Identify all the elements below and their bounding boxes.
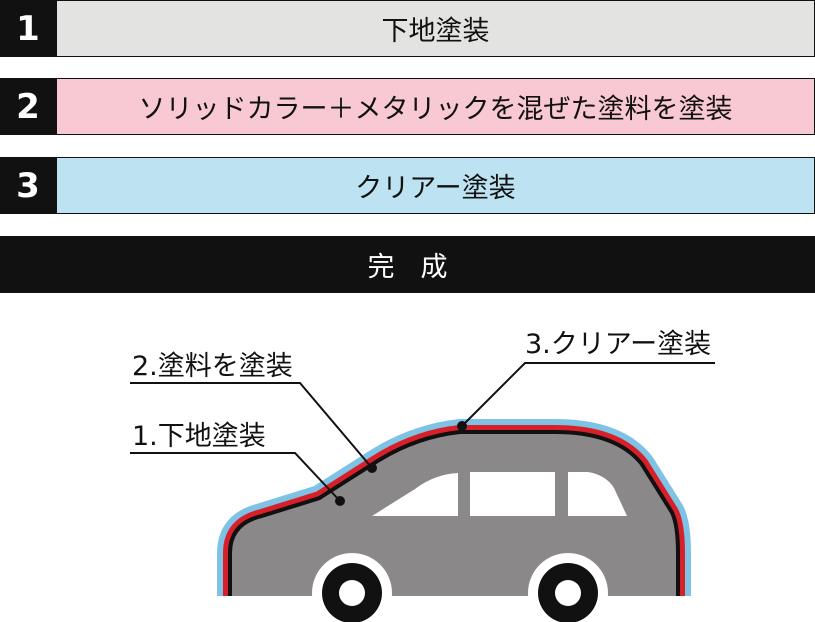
label-paint: 2.塗料を塗装 <box>132 351 293 382</box>
ground-cut <box>200 596 700 622</box>
leader-dot-clear <box>457 421 467 431</box>
step-2-label: ソリッドカラー＋メタリックを混ぜた塗料を塗装 <box>56 78 815 135</box>
step-1: 1 下地塗装 <box>0 0 815 57</box>
car <box>200 419 700 622</box>
label-base: 1.下地塗装 <box>132 421 266 452</box>
middle-window <box>470 472 555 516</box>
label-clear: 3.クリアー塗装 <box>525 329 711 360</box>
leader-line-paint <box>130 382 373 469</box>
complete-banner: 完成 <box>0 236 815 293</box>
step-2-number: 2 <box>0 78 56 135</box>
leader-line-clear <box>461 362 715 427</box>
leader-lines <box>130 362 715 502</box>
step-1-label: 下地塗装 <box>56 0 815 57</box>
step-2: 2 ソリッドカラー＋メタリックを混ぜた塗料を塗装 <box>0 78 815 135</box>
leader-dot-paint <box>367 463 377 473</box>
step-3-number: 3 <box>0 157 56 214</box>
leader-dot-base <box>335 496 345 506</box>
front-window <box>372 473 458 516</box>
car-paint-layers-diagram: 1.下地塗装 2.塗料を塗装 3.クリアー塗装 <box>130 329 715 622</box>
leader-line-base <box>130 452 341 502</box>
leader-dots <box>335 421 467 506</box>
step-3-label: クリアー塗装 <box>56 157 815 214</box>
step-3: 3 クリアー塗装 <box>0 157 815 214</box>
rear-wheel-hub <box>555 580 581 606</box>
rear-window <box>568 472 627 516</box>
front-wheel-hub <box>339 580 365 606</box>
step-1-number: 1 <box>0 0 56 57</box>
windows <box>372 472 627 516</box>
wheels <box>312 553 608 622</box>
